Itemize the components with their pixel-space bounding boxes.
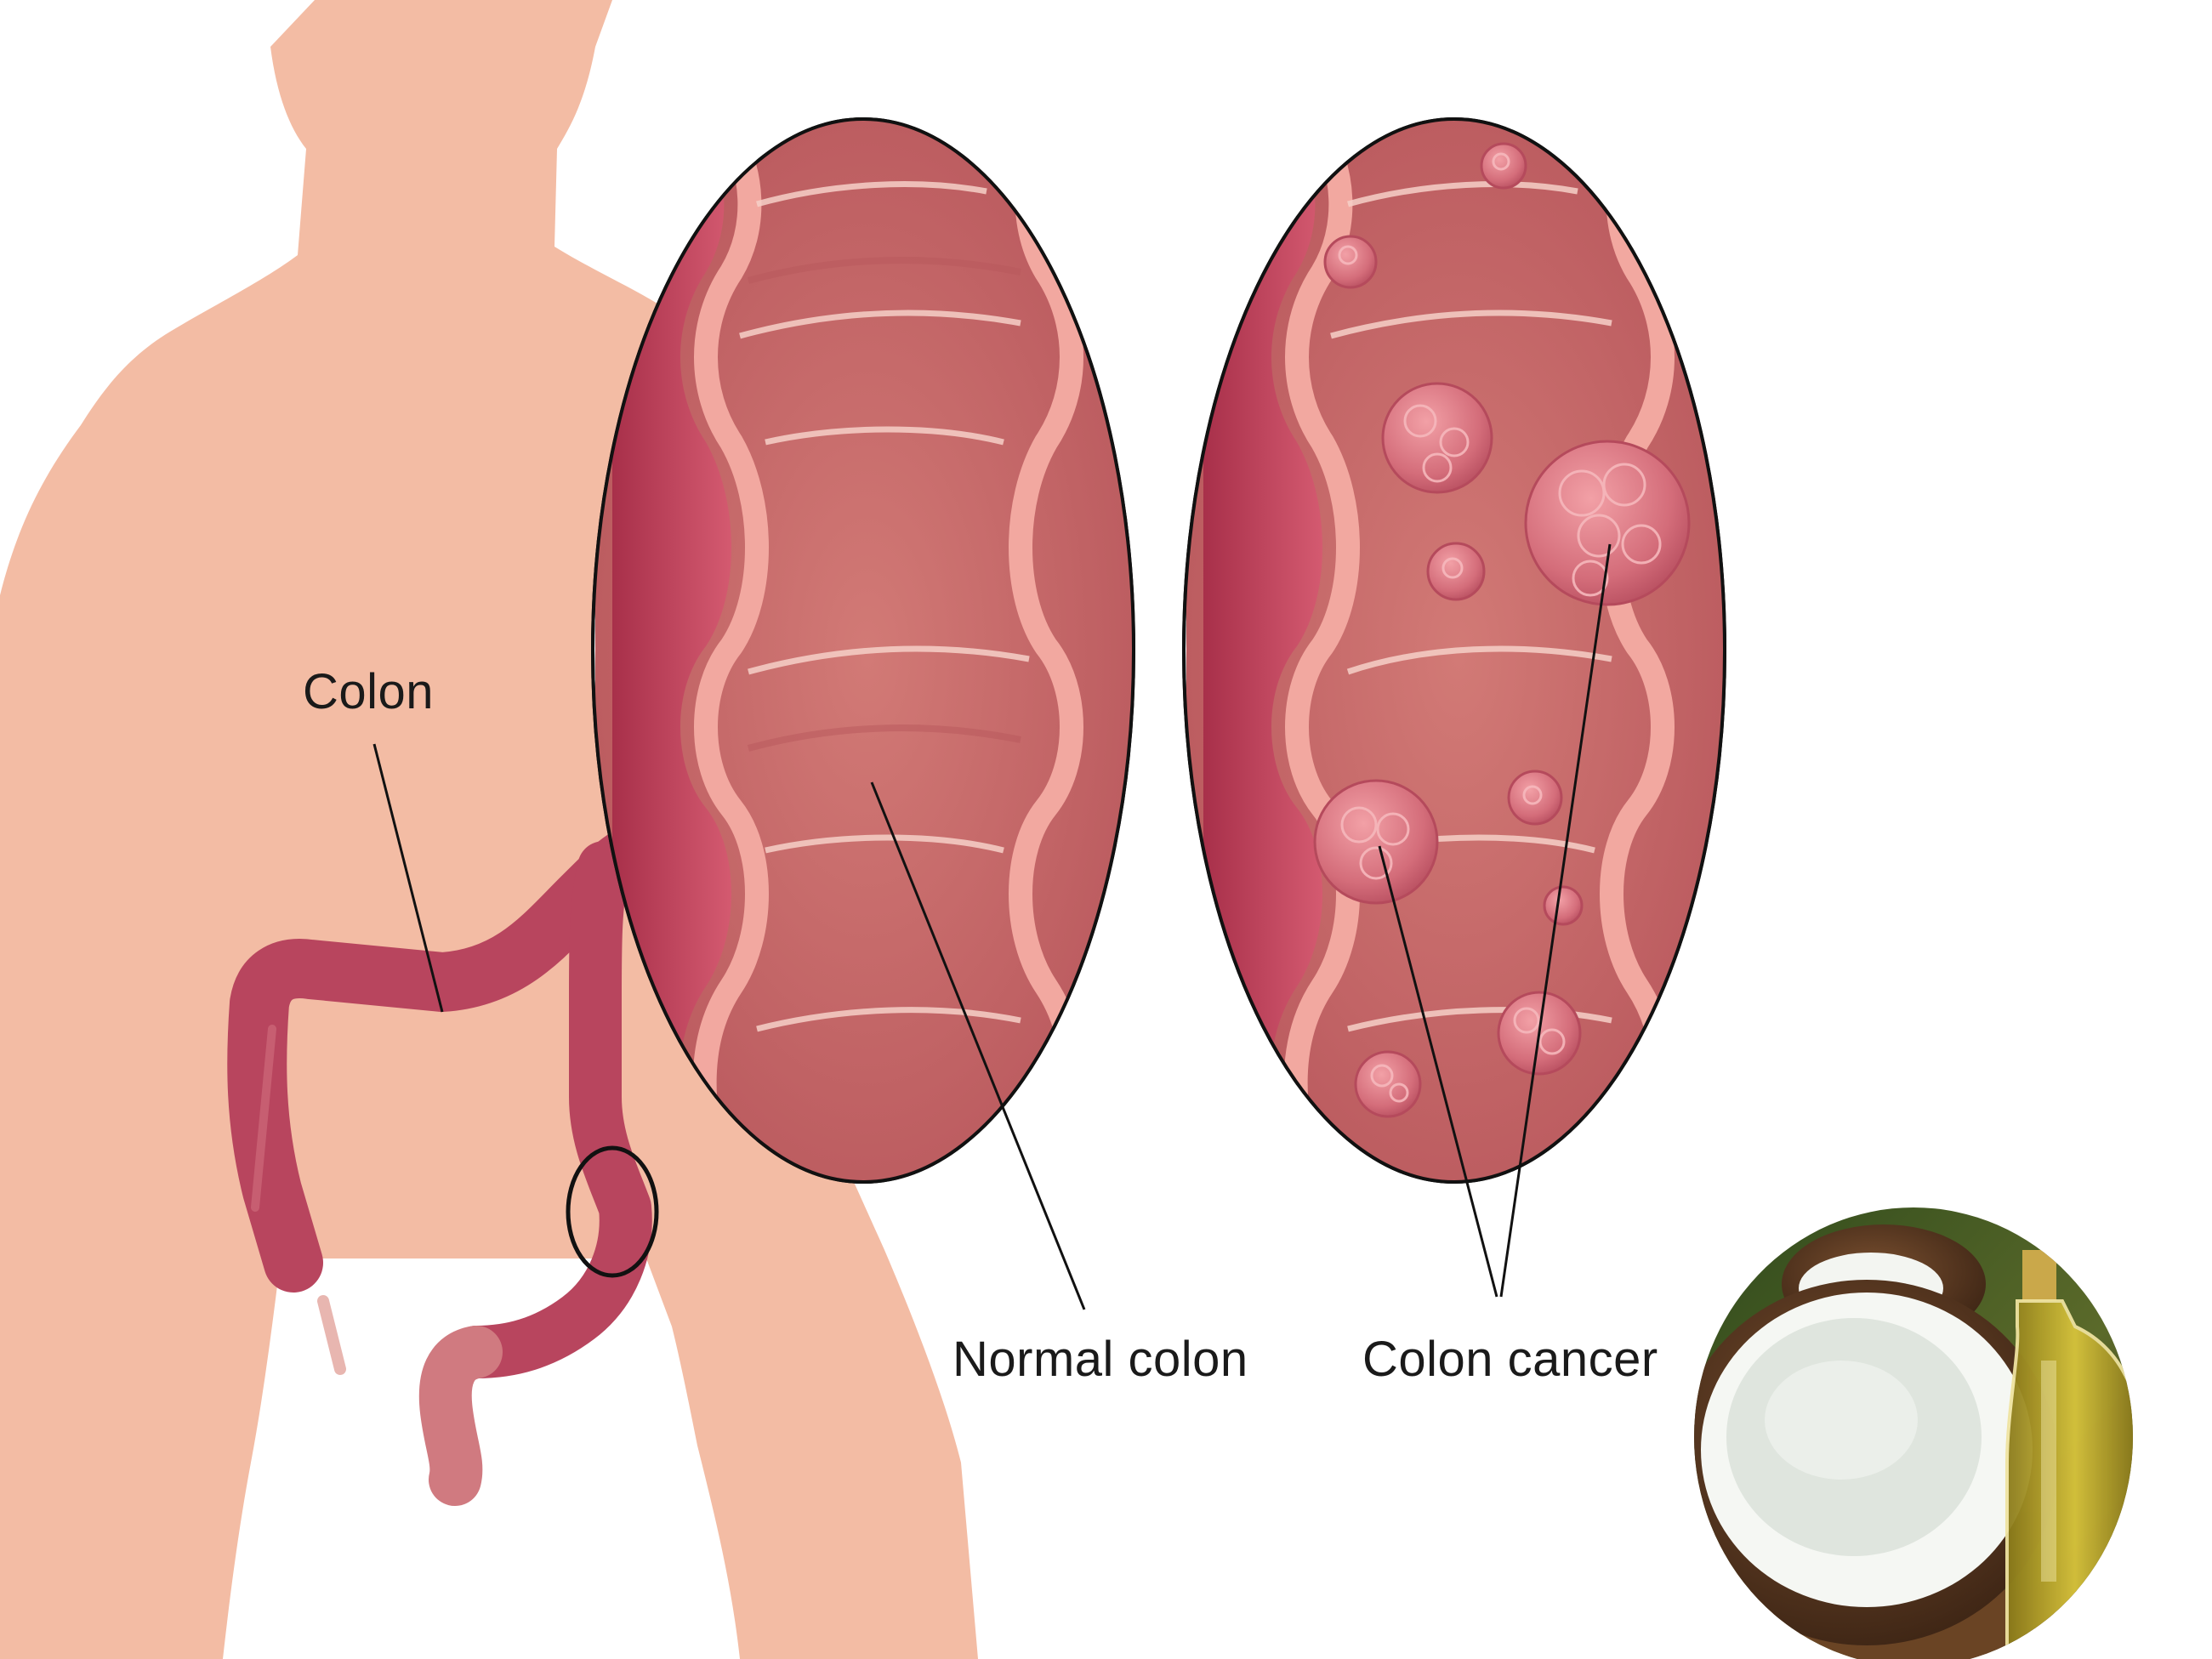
colon-cancer-view bbox=[1182, 117, 1726, 1184]
normal-colon-view bbox=[591, 117, 1135, 1184]
coconut-and-oil-photo bbox=[1694, 1207, 2133, 1659]
colon-label: Colon bbox=[303, 664, 435, 719]
colon-leader-line bbox=[372, 743, 444, 1013]
magnify-circle bbox=[566, 1145, 659, 1278]
colon-cancer-label: Colon cancer bbox=[1362, 1332, 1658, 1387]
leader-lines bbox=[870, 543, 1612, 1310]
body-silhouette bbox=[0, 0, 978, 1659]
tumors bbox=[1313, 142, 1691, 1118]
colon-in-body bbox=[227, 829, 655, 1506]
normal-colon-label: Normal colon bbox=[952, 1332, 1248, 1387]
